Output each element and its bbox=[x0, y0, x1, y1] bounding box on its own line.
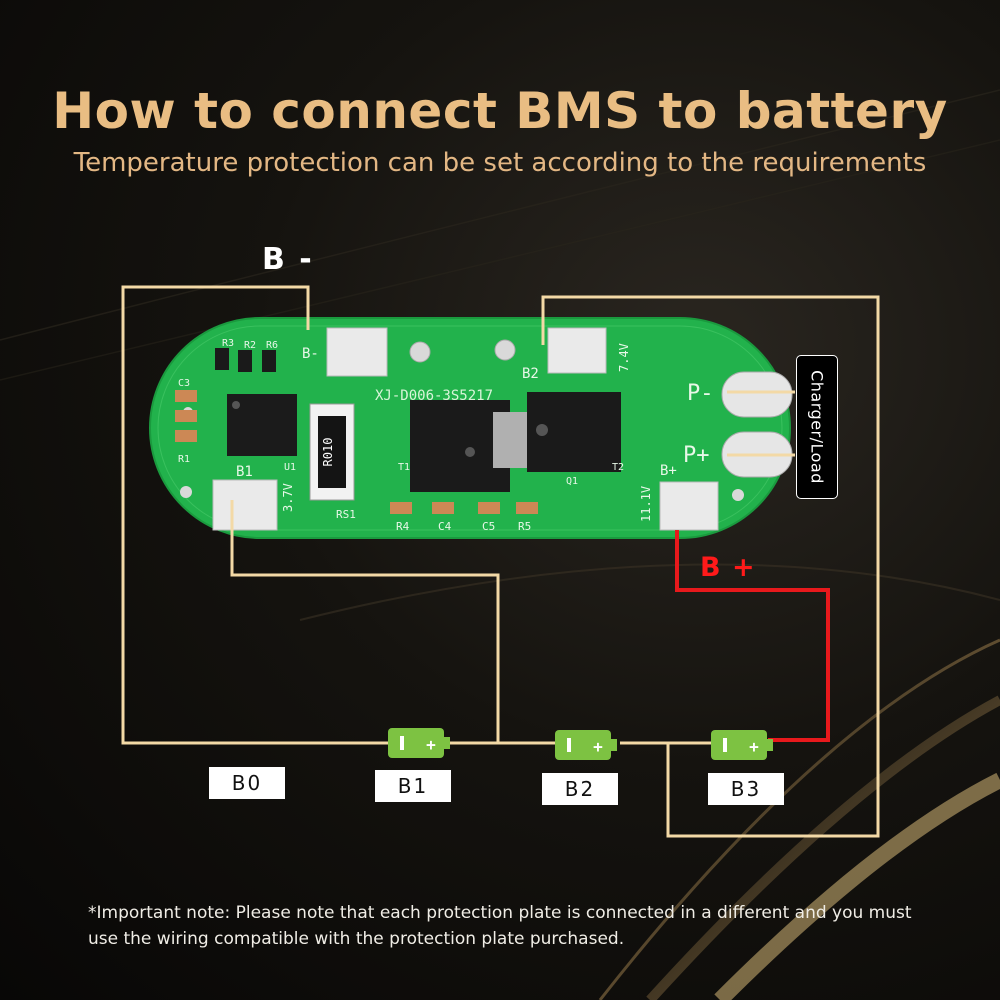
svg-text:+: + bbox=[426, 735, 436, 754]
board-model-marking: XJ-D006-3S5217 bbox=[375, 388, 493, 404]
cell-label-b3: B3 bbox=[708, 773, 784, 805]
silk-c3: C3 bbox=[178, 378, 190, 389]
main-wires bbox=[121, 285, 880, 838]
silk-p-plus: P+ bbox=[683, 443, 710, 468]
silk-r6: R6 bbox=[266, 340, 278, 351]
cell-label-b2: B2 bbox=[542, 773, 618, 805]
silk-b1: B1 bbox=[236, 464, 253, 480]
b-plus-label: B + bbox=[700, 552, 756, 583]
silk-r1: R1 bbox=[178, 454, 190, 465]
silk-11v1: 11.1V bbox=[639, 486, 653, 522]
pad-b-minus bbox=[326, 327, 388, 377]
charger-load-box: Charger/Load bbox=[796, 355, 838, 499]
charger-load-label: Charger/Load bbox=[807, 370, 827, 484]
pad-b1 bbox=[212, 479, 278, 531]
important-note: *Important note: Please note that each p… bbox=[88, 903, 912, 949]
pad-p-minus bbox=[721, 371, 793, 418]
silk-c5: C5 bbox=[482, 520, 495, 533]
silk-u1: U1 bbox=[284, 462, 296, 473]
silk-r4: R4 bbox=[396, 520, 410, 533]
battery-icon: + bbox=[711, 730, 773, 760]
silk-7v4: 7.4V bbox=[617, 343, 631, 372]
svg-text:+: + bbox=[593, 737, 603, 756]
battery-icon: + bbox=[555, 730, 617, 760]
silk-p-minus: P- bbox=[687, 381, 714, 406]
pad-b2 bbox=[547, 327, 607, 374]
silk-t1: T1 bbox=[398, 462, 410, 473]
resistor-marking: R010 bbox=[321, 438, 335, 467]
page-title: How to connect BMS to battery bbox=[52, 82, 948, 140]
cell-label-b0: B0 bbox=[209, 767, 285, 799]
silk-t2: T2 bbox=[612, 462, 624, 473]
silk-b-plus: B+ bbox=[660, 463, 677, 479]
silk-r3: R3 bbox=[222, 338, 234, 349]
silk-q1: Q1 bbox=[566, 476, 578, 487]
positive-wire bbox=[675, 530, 830, 742]
silk-r2: R2 bbox=[244, 340, 256, 351]
b-minus-label: B - bbox=[262, 242, 314, 277]
silk-3v7: 3.7V bbox=[281, 483, 295, 512]
silk-r5: R5 bbox=[518, 520, 531, 533]
silk-b2: B2 bbox=[522, 366, 539, 382]
silk-rs1: RS1 bbox=[336, 508, 356, 521]
svg-text:+: + bbox=[749, 737, 759, 756]
silk-b-minus: B- bbox=[302, 346, 319, 362]
silk-c4: C4 bbox=[438, 520, 452, 533]
pad-b-plus bbox=[659, 481, 719, 531]
cell-label-b1: B1 bbox=[375, 770, 451, 802]
battery-icon: + bbox=[388, 728, 450, 758]
page-subtitle: Temperature protection can be set accord… bbox=[73, 148, 927, 178]
